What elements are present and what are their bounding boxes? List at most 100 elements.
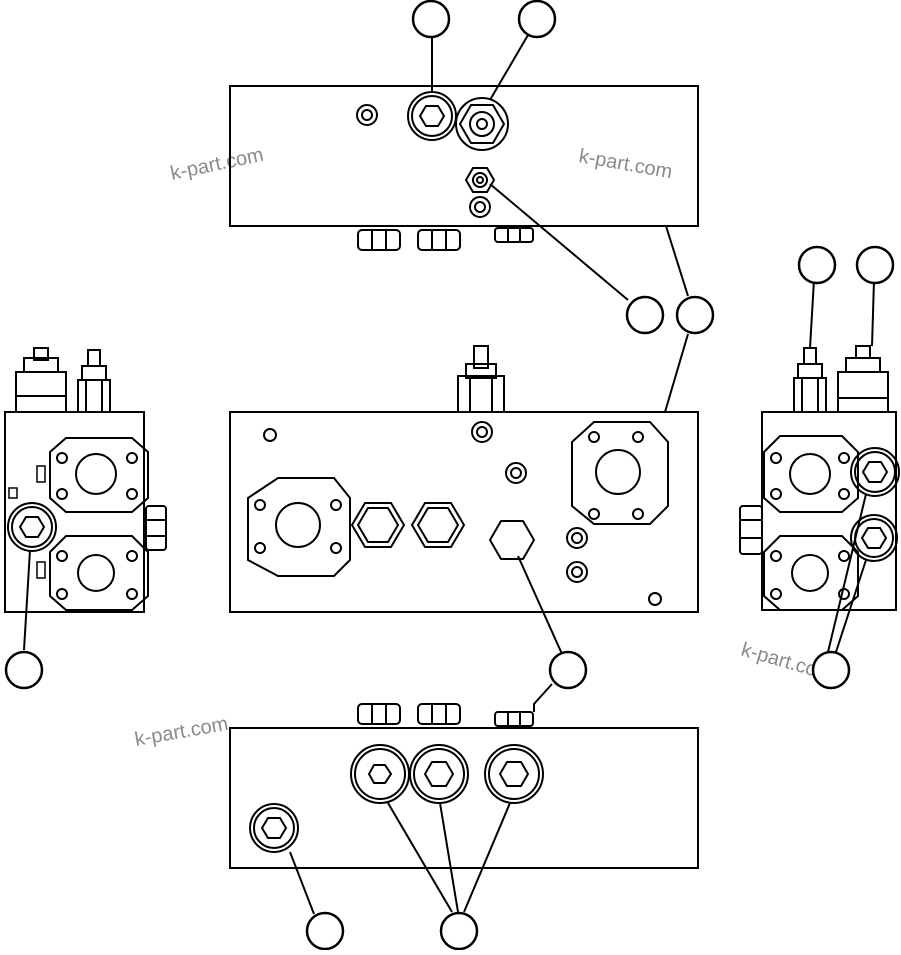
flange-port-bore bbox=[275, 502, 321, 548]
hex-plug-ring bbox=[413, 748, 465, 800]
hex-plug bbox=[850, 447, 900, 497]
left-view-block bbox=[4, 347, 167, 613]
hex-plug-ring bbox=[854, 451, 896, 493]
callout-balloon bbox=[411, 0, 451, 39]
cartridge-stem bbox=[33, 347, 49, 361]
front-view-block bbox=[229, 345, 699, 613]
side-fitting bbox=[145, 505, 167, 551]
hex-plug bbox=[409, 744, 469, 804]
small-plug bbox=[566, 527, 588, 549]
port-mark bbox=[36, 561, 46, 579]
hex-plug bbox=[850, 514, 898, 562]
hex-plug bbox=[484, 744, 544, 804]
small-fitting-hex bbox=[464, 167, 496, 193]
flange-bolt bbox=[330, 542, 342, 554]
callout-balloon bbox=[548, 650, 588, 690]
leader-line bbox=[387, 802, 453, 913]
flange-port-bore bbox=[791, 554, 829, 592]
leader-line bbox=[289, 851, 315, 915]
leader-line bbox=[664, 333, 689, 413]
small-plug bbox=[566, 561, 588, 583]
flange-port-bore bbox=[789, 453, 831, 495]
cartridge-stem bbox=[855, 345, 871, 359]
hex-socket-icon bbox=[260, 817, 288, 839]
port-mark bbox=[8, 487, 18, 499]
cartridge-body bbox=[837, 371, 889, 413]
callout-balloons bbox=[4, 0, 895, 951]
flange-bolt bbox=[838, 488, 850, 500]
flange-bolt bbox=[56, 488, 68, 500]
top-block-body bbox=[229, 85, 699, 227]
hex-plug bbox=[350, 502, 406, 548]
flange-bolt bbox=[126, 588, 138, 600]
side-fitting bbox=[739, 505, 763, 555]
leader-line bbox=[835, 559, 867, 653]
leader-line bbox=[439, 802, 459, 913]
flange-bolt bbox=[588, 508, 600, 520]
relief-valve-inner bbox=[469, 111, 495, 137]
hex-fitting bbox=[494, 711, 534, 727]
small-plug-inner bbox=[474, 201, 486, 213]
cartridge-stem bbox=[803, 347, 817, 365]
watermark: k-part.com bbox=[133, 713, 230, 751]
leader-line bbox=[871, 279, 875, 347]
hex-plug-ring bbox=[411, 95, 453, 137]
cartridge-stem bbox=[87, 349, 101, 367]
flange-bolt bbox=[56, 588, 68, 600]
callout-balloon bbox=[4, 650, 44, 690]
flange-bolt bbox=[126, 550, 138, 562]
callout-balloon bbox=[797, 245, 837, 285]
small-plug-inner bbox=[571, 532, 583, 544]
leader-line bbox=[533, 683, 553, 712]
flange-port bbox=[49, 437, 149, 513]
cartridge-body bbox=[77, 379, 111, 413]
callout-balloon bbox=[625, 295, 665, 335]
flange-port-right bbox=[571, 421, 669, 525]
flange-bolt bbox=[126, 452, 138, 464]
hex-socket-icon bbox=[498, 761, 530, 787]
leader-line bbox=[463, 802, 511, 913]
flange-bolt bbox=[770, 452, 782, 464]
hex-fitting bbox=[417, 229, 461, 251]
flange-port-left bbox=[247, 477, 351, 577]
hex-plug bbox=[410, 502, 466, 548]
callout-balloon bbox=[439, 911, 479, 951]
small-plug bbox=[356, 104, 378, 126]
leader-line bbox=[489, 34, 529, 101]
hex-plug-ring bbox=[253, 807, 295, 849]
small-plug bbox=[471, 421, 493, 443]
small-plug-inner bbox=[510, 467, 522, 479]
relief-valve-outer bbox=[455, 97, 509, 151]
flange-port-bore bbox=[77, 554, 115, 592]
flange-port bbox=[763, 435, 859, 513]
hex-plug-ring bbox=[488, 748, 540, 800]
callout-balloon bbox=[517, 0, 557, 39]
cartridge-nut bbox=[797, 363, 823, 379]
hex-plug-ring bbox=[11, 506, 53, 548]
valve-nut bbox=[465, 363, 497, 379]
flange-port-bore bbox=[75, 453, 117, 495]
small-plug bbox=[505, 462, 527, 484]
flange-bolt bbox=[588, 431, 600, 443]
bottom-view-block bbox=[229, 703, 699, 869]
valve-body bbox=[457, 375, 505, 413]
small-plug-inner bbox=[476, 426, 488, 438]
leader-line bbox=[23, 549, 31, 651]
small-plug bbox=[469, 196, 491, 218]
hex-plug bbox=[7, 502, 57, 552]
watermark: k-part.com bbox=[168, 144, 265, 185]
hex-plug bbox=[407, 91, 457, 141]
watermarks: k-part.com k-part.com k-part.com k-part.… bbox=[133, 144, 835, 751]
small-plug-inner bbox=[361, 109, 373, 121]
leader-lines bbox=[23, 34, 875, 915]
cartridge-nut bbox=[81, 365, 107, 381]
flange-bolt bbox=[126, 488, 138, 500]
flange-port bbox=[763, 535, 859, 611]
flange-bolt bbox=[330, 499, 342, 511]
top-view-block bbox=[229, 85, 699, 251]
small-fitting-core bbox=[476, 176, 484, 184]
right-view-block bbox=[739, 345, 900, 611]
flange-bolt bbox=[770, 488, 782, 500]
hex-socket-icon bbox=[861, 461, 889, 483]
cartridge-body bbox=[15, 371, 67, 413]
